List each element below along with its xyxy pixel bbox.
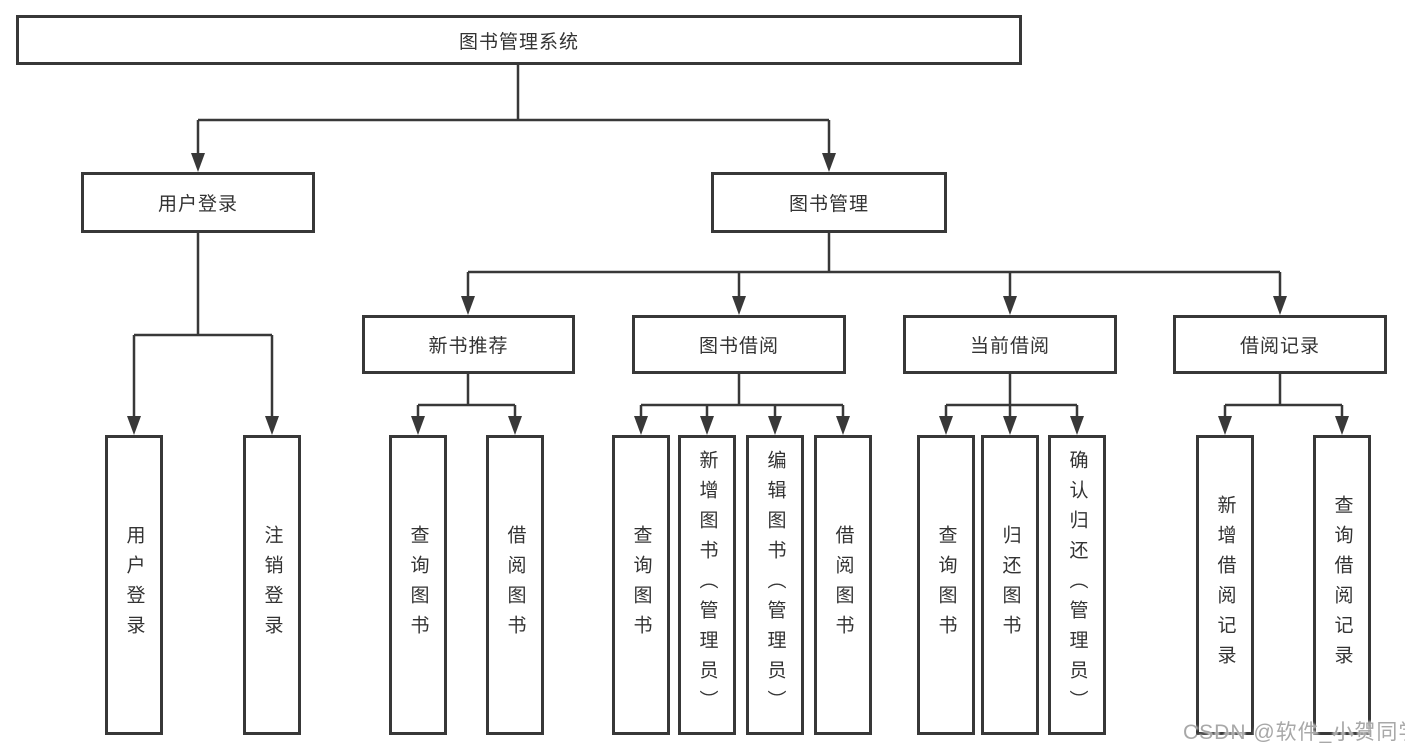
node-new-book-recommendation: 新书推荐 — [362, 315, 575, 374]
node-book-borrowing: 图书借阅 — [632, 315, 846, 374]
leaf-label: 查询图书 — [935, 525, 957, 645]
leaf-label: 注销登录 — [261, 525, 283, 645]
node-leaf-borrow-books: 借阅图书 — [814, 435, 872, 735]
leaf-label: 新增图书（管理员） — [696, 450, 718, 720]
node-leaf-edit-books-admin: 编辑图书（管理员） — [746, 435, 804, 735]
node-leaf-query-books-recommend: 查询图书 — [389, 435, 447, 735]
leaf-label: 新增借阅记录 — [1214, 495, 1236, 675]
leaf-label: 借阅图书 — [832, 525, 854, 645]
node-leaf-query-books-current: 查询图书 — [917, 435, 975, 735]
node-leaf-query-books-borrowing: 查询图书 — [612, 435, 670, 735]
leaf-label: 查询借阅记录 — [1331, 495, 1353, 675]
node-borrowing-records: 借阅记录 — [1173, 315, 1387, 374]
leaf-label: 查询图书 — [407, 525, 429, 645]
leaf-label: 编辑图书（管理员） — [764, 450, 786, 720]
leaf-label: 借阅图书 — [504, 525, 526, 645]
leaf-label: 查询图书 — [630, 525, 652, 645]
node-leaf-add-borrow-record: 新增借阅记录 — [1196, 435, 1254, 735]
node-leaf-user-login: 用户登录 — [105, 435, 163, 735]
node-leaf-query-borrow-record: 查询借阅记录 — [1313, 435, 1371, 735]
leaf-label: 归还图书 — [999, 525, 1021, 645]
leaf-label: 用户登录 — [123, 525, 145, 645]
node-leaf-confirm-return-admin: 确认归还（管理员） — [1048, 435, 1106, 735]
node-leaf-borrow-books-recommend: 借阅图书 — [486, 435, 544, 735]
node-leaf-logout: 注销登录 — [243, 435, 301, 735]
node-leaf-return-books: 归还图书 — [981, 435, 1039, 735]
node-book-management-system: 图书管理系统 — [16, 15, 1022, 65]
node-leaf-add-books-admin: 新增图书（管理员） — [678, 435, 736, 735]
csdn-watermark: CSDN @软件_小贺同学 — [1183, 721, 1405, 744]
node-current-borrowing: 当前借阅 — [903, 315, 1117, 374]
node-user-login: 用户登录 — [81, 172, 315, 233]
node-book-management: 图书管理 — [711, 172, 947, 233]
leaf-label: 确认归还（管理员） — [1066, 450, 1088, 720]
